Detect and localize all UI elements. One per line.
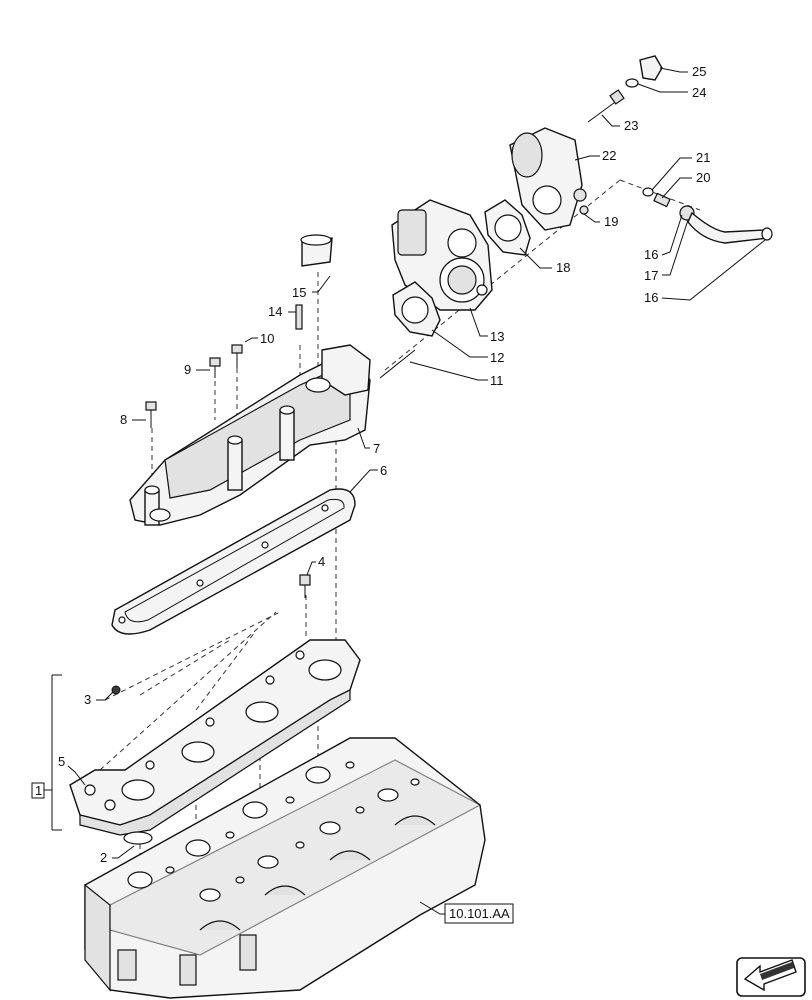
callout-18: 18 [556,260,570,275]
callout-16b: 16 [644,290,658,305]
callout-15: 15 [292,285,306,300]
callout-4: 4 [318,554,325,569]
callout-14: 14 [268,304,282,319]
head-bolt-holes [127,761,420,902]
cylinder-head [84,737,486,999]
callout-16a: 16 [644,247,658,262]
callout-12: 12 [490,350,504,365]
callout-17: 17 [644,268,658,283]
reference-label: 10.101.AA [449,906,510,921]
small-fittings [111,55,773,845]
intake-manifold [129,344,371,526]
lower-manifold-spacer [69,639,361,836]
callout-22: 22 [602,148,616,163]
valve-ports [199,815,436,931]
callout-25: 25 [692,64,706,79]
adapter-gasket [484,199,531,256]
elbow-adapter [509,127,587,231]
callout-labels: 25 24 23 22 21 20 19 18 16 17 16 13 12 1… [58,64,710,865]
callout-2: 2 [100,850,107,865]
callout-8: 8 [120,412,127,427]
callout-3: 3 [84,692,91,707]
arrow-left-icon[interactable] [736,957,806,997]
throttle-body [391,199,493,311]
callout-1: 1 [35,783,42,798]
callout-5: 5 [58,754,65,769]
callout-13: 13 [490,329,504,344]
callout-21: 21 [696,150,710,165]
callout-23: 23 [624,118,638,133]
leader-lines [44,67,766,915]
callout-11: 11 [490,373,504,388]
reference-link-10-101-aa[interactable]: 10.101.AA [444,903,514,924]
callout-7: 7 [373,441,380,456]
callout-10: 10 [260,331,274,346]
callout-6: 6 [380,463,387,478]
callout-9: 9 [184,362,191,377]
callout-19: 19 [604,214,618,229]
assembly-callout-1[interactable]: 1 [31,782,45,799]
gasket [111,488,356,635]
callout-24: 24 [692,85,706,100]
callout-20: 20 [696,170,710,185]
throttle-gasket [392,281,441,337]
